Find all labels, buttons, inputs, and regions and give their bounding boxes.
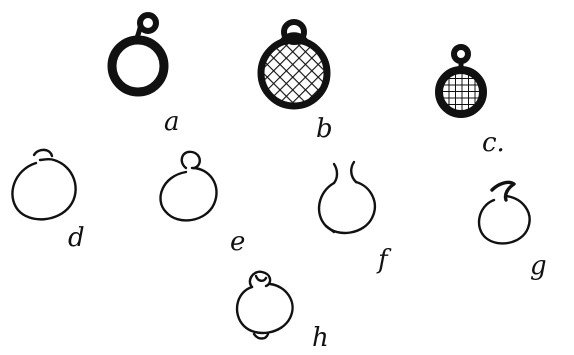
item-e-label: e: [230, 227, 245, 257]
ring-with-split-neck-icon: [319, 162, 375, 233]
item-f-group: f: [319, 162, 392, 275]
item-d-label: d: [68, 223, 85, 253]
item-d-group: d: [12, 150, 84, 253]
item-h-label: h: [312, 323, 329, 353]
ring-with-double-loop-icon: [237, 272, 293, 339]
mesh-filled-ring-icon: [261, 22, 327, 106]
ring-with-loop-icon: [112, 15, 164, 92]
item-b-label: b: [316, 114, 333, 144]
ring-with-top-loop-icon: [160, 152, 216, 221]
item-a-group: a: [112, 15, 180, 137]
item-c-label: c.: [482, 128, 505, 158]
item-h-group: h: [237, 272, 329, 353]
item-a-label: a: [164, 107, 180, 137]
item-g-label: g: [530, 251, 547, 281]
item-f-label: f: [376, 245, 392, 275]
item-g-group: g: [479, 182, 547, 281]
ring-with-hook-icon: [479, 182, 530, 243]
item-b-group: b: [261, 22, 333, 144]
open-ring-icon: [12, 150, 75, 219]
item-e-group: e: [160, 152, 245, 257]
small-mesh-ring-icon: [439, 47, 483, 114]
item-c-group: c.: [439, 47, 505, 158]
